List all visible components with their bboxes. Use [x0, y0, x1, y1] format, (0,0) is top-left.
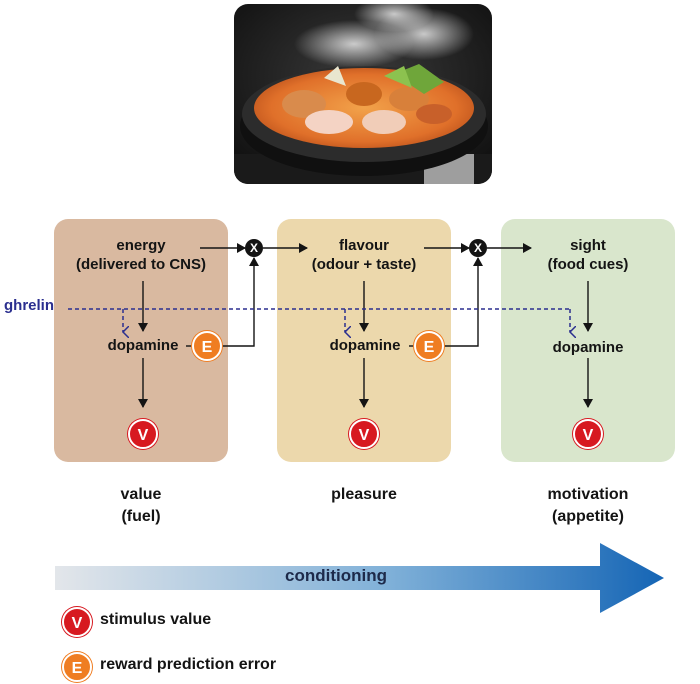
legend-v-badge: V — [62, 607, 92, 637]
caption-title: pleasure — [331, 486, 397, 503]
dopamine-label-1: dopamine — [107, 337, 179, 354]
caption-subtitle: (fuel) — [121, 508, 161, 525]
caption-motivation: motivation (appetite) — [501, 484, 675, 528]
source-sublabel: (food cues) — [547, 256, 629, 273]
reward-prediction-error-badge-1: E — [192, 331, 222, 361]
stimulus-value-badge-2: V — [349, 419, 379, 449]
stimulus-value-badge-1: V — [128, 419, 158, 449]
multiply-node-2: X — [469, 239, 487, 257]
dopamine-label-3: dopamine — [552, 339, 624, 356]
arrow-e-to-x2 — [444, 257, 483, 347]
source-label: sight — [570, 237, 606, 254]
source-sublabel: (delivered to CNS) — [75, 256, 207, 273]
legend-text: reward prediction error — [100, 656, 277, 673]
legend-e-badge: E — [62, 652, 92, 682]
panel-value-source: energy (delivered to CNS) — [54, 236, 228, 274]
caption-pleasure: pleasure — [277, 484, 451, 506]
source-label: flavour — [338, 237, 389, 254]
conditioning-arrow — [55, 543, 664, 613]
ghrelin-label: ghrelin — [4, 297, 55, 314]
legend-text: stimulus value — [100, 611, 212, 628]
source-label: energy — [116, 237, 166, 254]
panel-pleasure-source: flavour (odour + taste) — [277, 236, 451, 274]
arrow-e-to-x1 — [222, 257, 259, 347]
panel-motivation-source: sight (food cues) — [501, 236, 675, 274]
steaming-hot-pot-photo — [234, 4, 492, 184]
caption-subtitle: (appetite) — [552, 508, 624, 525]
conditioning-label: conditioning — [285, 566, 387, 585]
multiply-node-1: X — [245, 239, 263, 257]
caption-value: value (fuel) — [54, 484, 228, 528]
source-sublabel: (odour + taste) — [311, 256, 417, 273]
hot-pot-photo — [234, 4, 492, 184]
caption-title: value — [120, 486, 162, 503]
dopamine-label-2: dopamine — [329, 337, 401, 354]
caption-title: motivation — [547, 486, 629, 503]
reward-prediction-error-badge-2: E — [414, 331, 444, 361]
stimulus-value-badge-3: V — [573, 419, 603, 449]
